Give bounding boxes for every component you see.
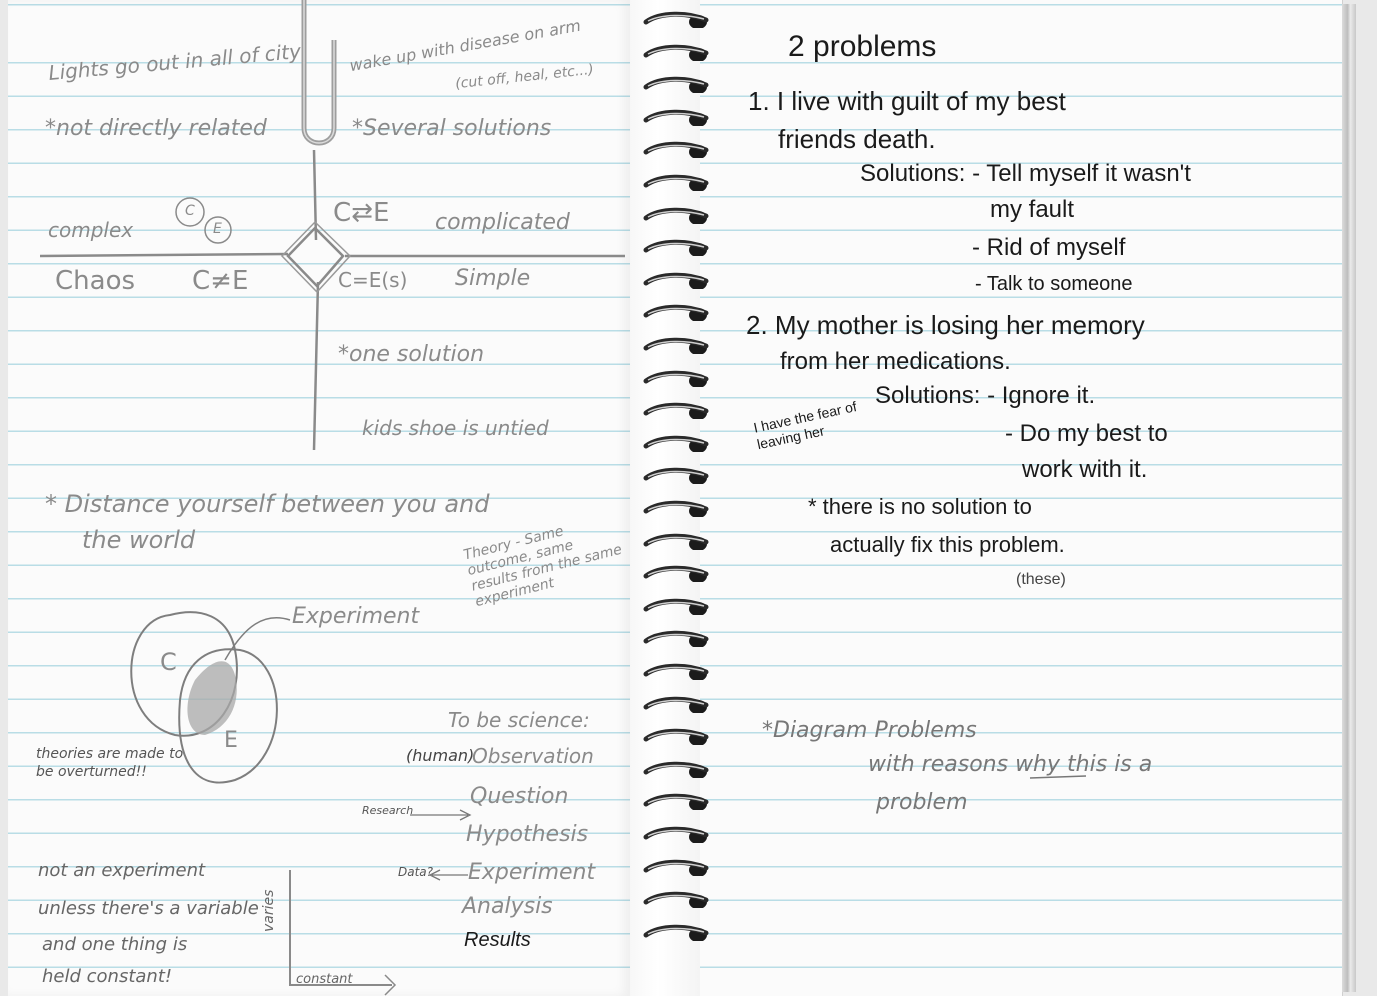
spiral-coil: [643, 174, 709, 191]
venn-circle-e: [178, 648, 278, 784]
label-research: Research: [362, 804, 414, 817]
vertical-axis-line: [312, 149, 320, 451]
spiral-coil: [643, 794, 709, 811]
problem1-solution-c: - Talk to someone: [975, 273, 1133, 295]
diagram-problems-heading: *Diagram Problems: [762, 718, 977, 743]
problem1-line2: friends death.: [778, 124, 936, 154]
center-diamond: [286, 226, 345, 288]
spiral-coil: [643, 207, 709, 224]
spiral-coil: [643, 142, 709, 159]
page-stack-edge: [1342, 4, 1356, 992]
axis-label-varies: varies: [261, 889, 277, 932]
axis-label-constant: constant: [296, 972, 353, 987]
problem1-solutions: Solutions: - Tell myself it wasn't: [860, 160, 1191, 187]
spiral-coil: [643, 598, 709, 615]
label-c-neq-e: C≠E: [192, 266, 249, 296]
step-observation: Observation: [472, 744, 594, 768]
venn-label-e: E: [224, 728, 238, 753]
spiral-coil: [643, 859, 709, 876]
diagram-reasons-text: with reasons: [868, 752, 1009, 777]
problem1-line1: 1. I live with guilt of my best: [748, 86, 1066, 116]
label-complex: complex: [48, 218, 134, 242]
spiral-coil: [643, 696, 709, 713]
venn-label-c: C: [160, 648, 177, 676]
problem2-solution-b-cont: work with it.: [1022, 456, 1148, 483]
step-analysis: Analysis: [462, 894, 553, 919]
spiral-coil: [643, 468, 709, 485]
note-not-experiment-1: not an experiment: [38, 860, 206, 881]
spiral-coil: [643, 337, 709, 354]
spiral-coil: [643, 239, 709, 257]
note-not-experiment-4: held constant!: [42, 966, 173, 987]
label-data: Data?: [398, 865, 434, 879]
no-solution-line2: actually fix this problem.: [830, 532, 1065, 557]
spiral-coil: [643, 370, 709, 387]
spiral-coil: [643, 305, 709, 322]
diagram-why: why: [1015, 752, 1061, 777]
label-to-be-science: To be science:: [448, 708, 590, 732]
step-results: Results: [464, 929, 531, 951]
problem2-line1: 2. My mother is losing her memory: [746, 310, 1145, 340]
spiral-coil: [643, 402, 709, 420]
note-kids-shoe: kids shoe is untied: [362, 416, 549, 440]
diagram-problem-word: problem: [876, 790, 968, 815]
step-experiment: Experiment: [468, 860, 596, 885]
page-title: 2 problems: [788, 30, 937, 63]
label-small-e: E: [213, 221, 222, 237]
step-question: Question: [470, 784, 569, 809]
note-not-direct: *not directly related: [45, 116, 267, 141]
label-human: (human): [406, 746, 475, 765]
label-complicated: complicated: [435, 210, 570, 235]
step-hypothesis: Hypothesis: [466, 822, 589, 847]
spiral-coil: [643, 631, 709, 648]
problem1-solution-b: - Rid of myself: [972, 234, 1126, 261]
diagram-reasons-text-2: this is a: [1067, 752, 1153, 777]
note-several-solutions: *Several solutions: [352, 116, 552, 141]
note-theories-overturned: theories are made to be overturned!!: [36, 746, 184, 780]
paper-clip: [301, 0, 337, 146]
diagram-reasons-line: with reasons why this is a: [868, 754, 1152, 776]
right-notebook-page: [700, 0, 1343, 996]
note-not-experiment-3: and one thing is: [42, 934, 188, 955]
left-notebook-page: [8, 0, 630, 996]
note-one-solution: *one solution: [338, 342, 485, 367]
problem2-line2: from her medications.: [780, 348, 1011, 375]
spiral-coil: [643, 44, 709, 61]
spiral-coil: [643, 272, 709, 289]
no-solution-these: (these): [1016, 571, 1066, 588]
spiral-coil: [643, 728, 709, 746]
spiral-coil: [643, 435, 709, 452]
spiral-coil: [643, 565, 709, 583]
spiral-coil: [643, 891, 709, 909]
spiral-coil: [643, 500, 709, 517]
spiral-coil: [643, 109, 709, 126]
label-experiment: Experiment: [292, 604, 420, 629]
note-not-experiment-2: unless there's a variable: [38, 898, 259, 919]
spiral-coil: [643, 924, 709, 941]
label-small-c: C: [185, 203, 195, 219]
spiral-coil: [643, 761, 709, 778]
label-chaos: Chaos: [55, 266, 136, 296]
problem1-solution-a-cont: my fault: [990, 196, 1075, 223]
problem2-solutions: Solutions: - Ignore it.: [875, 382, 1096, 409]
no-solution-line1: * there is no solution to: [808, 494, 1032, 519]
spiral-coil: [643, 533, 709, 550]
spiral-coil: [643, 11, 709, 28]
spiral-coil: [643, 76, 709, 94]
problem2-solution-b: - Do my best to: [1005, 420, 1168, 447]
label-simple: Simple: [455, 266, 531, 291]
label-c-eq-e: C=E(s): [338, 268, 408, 292]
horizontal-axis-line: [39, 252, 625, 258]
spiral-coil: [643, 663, 709, 680]
spiral-coil: [643, 826, 709, 843]
venn-overlap-shading: [187, 661, 237, 735]
note-distance-line2: the world: [82, 526, 196, 554]
note-distance-line1: * Distance yourself between you and: [45, 490, 490, 518]
variable-graph-axes: [289, 870, 392, 986]
label-c-arrow-e: C⇄E: [333, 198, 390, 228]
